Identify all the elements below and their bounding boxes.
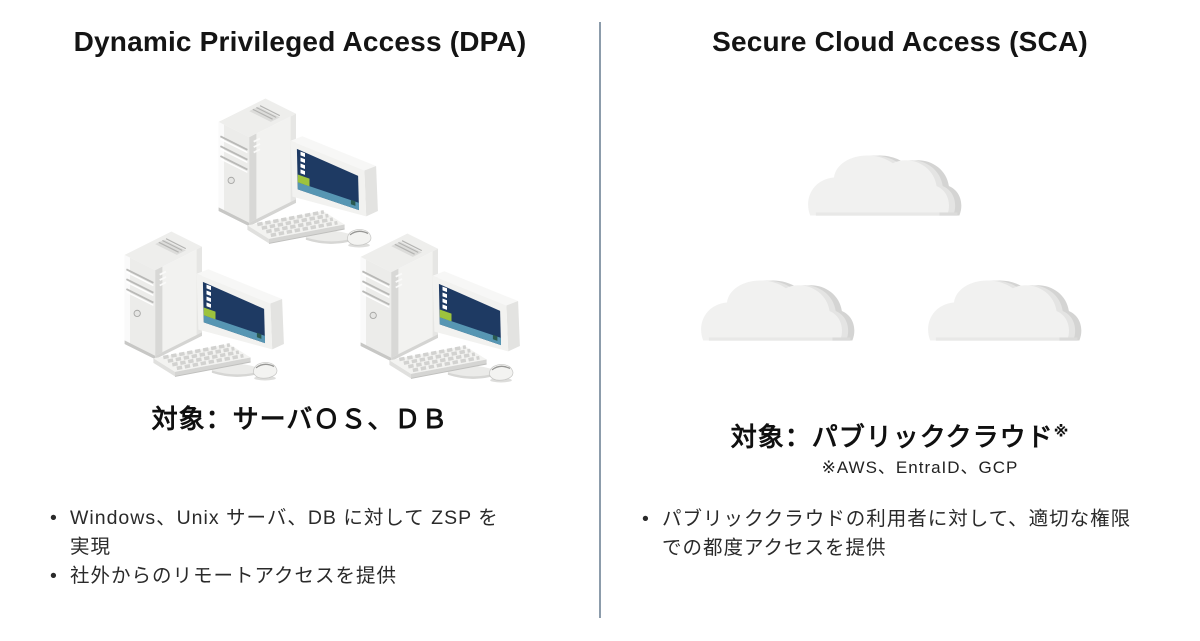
desktop-computer-icon <box>358 231 522 385</box>
cloud-icon <box>795 130 985 225</box>
reference-mark: ※ <box>1053 423 1070 441</box>
bullet-marker: • <box>642 508 650 530</box>
dpa-bullet-item: • Windows、Unix サーバ、DB に対して ZSP を 実現 <box>50 504 580 562</box>
bullet-text: 社外からのリモートアクセスを提供 <box>70 565 398 587</box>
cloud-icon <box>688 255 878 350</box>
sca-bullet-item: • パブリッククラウドの利用者に対して、適切な権限 での都度アクセスを提供 <box>642 505 1172 563</box>
sca-target-label: 対象：パブリッククラウド※ <box>600 417 1200 454</box>
panel-divider <box>599 22 601 618</box>
bullet-marker: • <box>50 565 58 587</box>
desktop-computer-icon <box>122 229 286 383</box>
bullet-text: Windows、Unix サーバ、DB に対して ZSP を 実現 <box>70 507 499 558</box>
sca-target-note: ※AWS、EntraID、GCP <box>821 458 1019 477</box>
bullet-marker: • <box>50 507 58 529</box>
sca-title: Secure Cloud Access (SCA) <box>712 26 1088 57</box>
cloud-icon <box>915 255 1105 350</box>
dpa-title: Dynamic Privileged Access (DPA) <box>73 26 527 57</box>
bullet-text: パブリッククラウドの利用者に対して、適切な権限 での都度アクセスを提供 <box>662 508 1132 559</box>
dpa-bullet-list: • Windows、Unix サーバ、DB に対して ZSP を 実現 • 社外… <box>50 504 580 591</box>
sca-target-text: 対象：パブリッククラウド <box>730 422 1054 452</box>
dpa-target-label: 対象：サーバＯＳ、ＤＢ <box>151 404 449 434</box>
dpa-bullet-item: • 社外からのリモートアクセスを提供 <box>50 562 580 591</box>
sca-bullet-list: • パブリッククラウドの利用者に対して、適切な権限 での都度アクセスを提供 <box>642 505 1172 563</box>
